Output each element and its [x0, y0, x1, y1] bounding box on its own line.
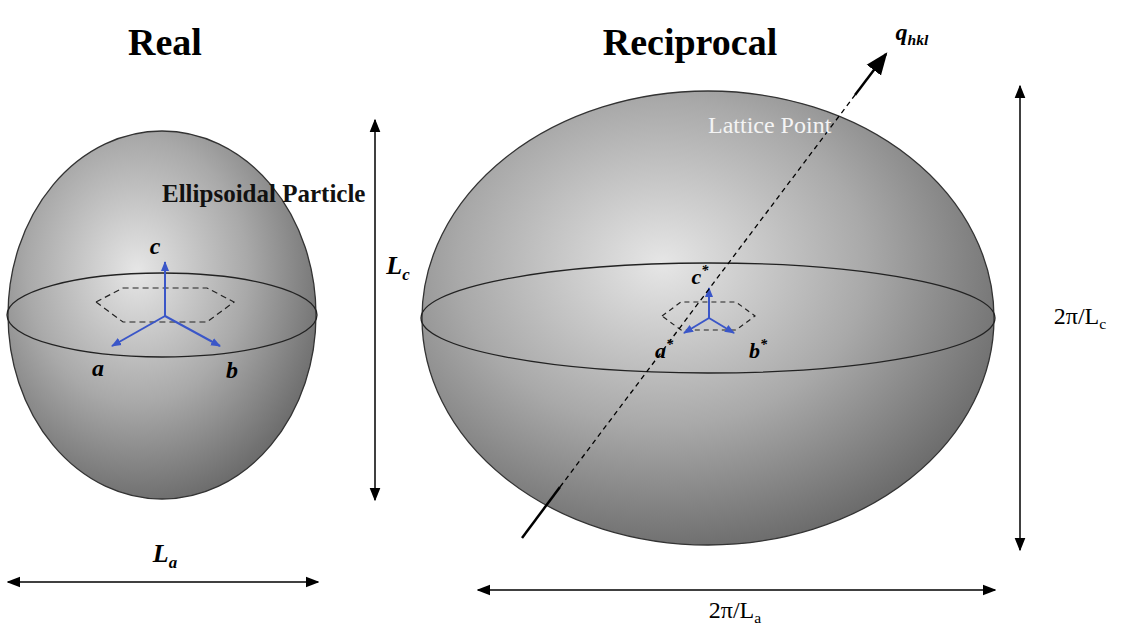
- vector-b: [165, 316, 220, 346]
- axis-label: Lc: [386, 251, 409, 285]
- dimension-arrow: [1019, 86, 1021, 550]
- vector-c-star: [708, 288, 710, 318]
- axis-label: b*: [749, 336, 767, 363]
- vector-c: [164, 262, 166, 316]
- axis-label: a: [92, 355, 104, 382]
- dimension-arrow: [8, 581, 318, 583]
- q-axis-lower: [522, 487, 560, 538]
- axis-label: 2π/Lc: [1054, 303, 1106, 334]
- axis-label: 2π/La: [709, 597, 761, 628]
- panel-title: Real: [128, 20, 202, 64]
- dimension-arrow: [374, 120, 376, 500]
- axis-label: a*: [655, 336, 673, 363]
- axis-label: c*: [692, 262, 709, 289]
- equator-line: [421, 318, 995, 373]
- axis-label: La: [153, 539, 177, 573]
- equator-line: [7, 273, 317, 315]
- dimension-arrow: [478, 589, 995, 591]
- axis-label: c: [150, 233, 161, 260]
- vector-a: [112, 316, 165, 346]
- ellipsoid-shape: Ellipsoidal Particle: [7, 130, 317, 500]
- node-label: Lattice Point: [708, 112, 831, 139]
- equator-line: [7, 315, 317, 357]
- vector-a-star: [684, 318, 709, 333]
- vector-b-star: [709, 318, 734, 333]
- axis-label: qhkl: [896, 19, 929, 50]
- node-label: Ellipsoidal Particle: [162, 180, 365, 208]
- q-axis-inner: [560, 95, 855, 487]
- axis-label: b: [226, 357, 238, 384]
- panel-title: Reciprocal: [603, 20, 777, 64]
- q-axis-upper: [855, 54, 886, 95]
